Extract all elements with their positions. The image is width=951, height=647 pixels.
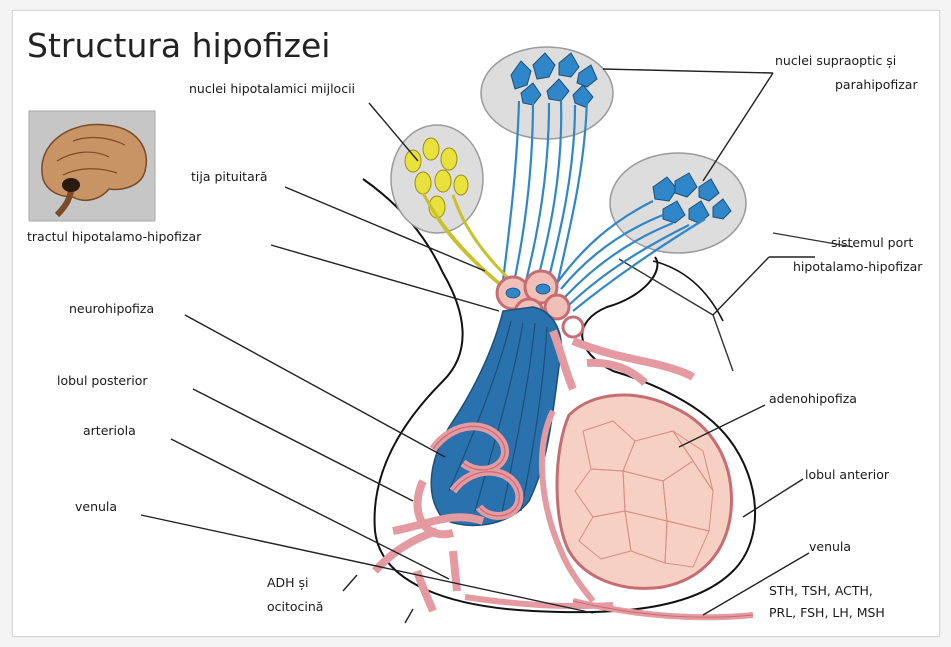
diagram-frame: Structura hipofizei (12, 10, 940, 637)
label-tractul: tractul hipotalamo-hipofizar (27, 229, 202, 244)
label-sistemul-line2: hipotalamo-hipofizar (793, 259, 923, 274)
label-adh-line1: ADH și (267, 575, 309, 590)
portal-vessels (553, 331, 693, 389)
label-lobul-posterior: lobul posterior (57, 373, 148, 388)
label-nuclei-hipotalamici: nuclei hipotalamici mijlocii (189, 81, 355, 96)
label-adh-line2: ocitocină (267, 599, 323, 614)
anterior-lobe-tissue (557, 395, 731, 588)
label-hormones-line2: PRL, FSH, LH, MSH (769, 605, 885, 620)
label-supraoptic-line1: nuclei supraoptic și (775, 53, 896, 68)
label-sistemul-line1: sistemul port (831, 235, 913, 250)
label-tija-pituitara: tija pituitară (191, 169, 268, 184)
label-venula-right: venula (809, 539, 851, 554)
pituitary-diagram: Structura hipofizei (13, 11, 939, 636)
label-adenohipofiza: adenohipofiza (769, 391, 857, 406)
brain-thumbnail (29, 111, 155, 221)
label-venula-left: venula (75, 499, 117, 514)
label-lobul-anterior: lobul anterior (805, 467, 890, 482)
label-neurohipofiza: neurohipofiza (69, 301, 154, 316)
page-title: Structura hipofizei (27, 26, 330, 65)
label-supraoptic-line2: parahipofizar (835, 77, 918, 92)
label-arteriola: arteriola (83, 423, 136, 438)
label-hormones-line1: STH, TSH, ACTH, (769, 583, 873, 598)
